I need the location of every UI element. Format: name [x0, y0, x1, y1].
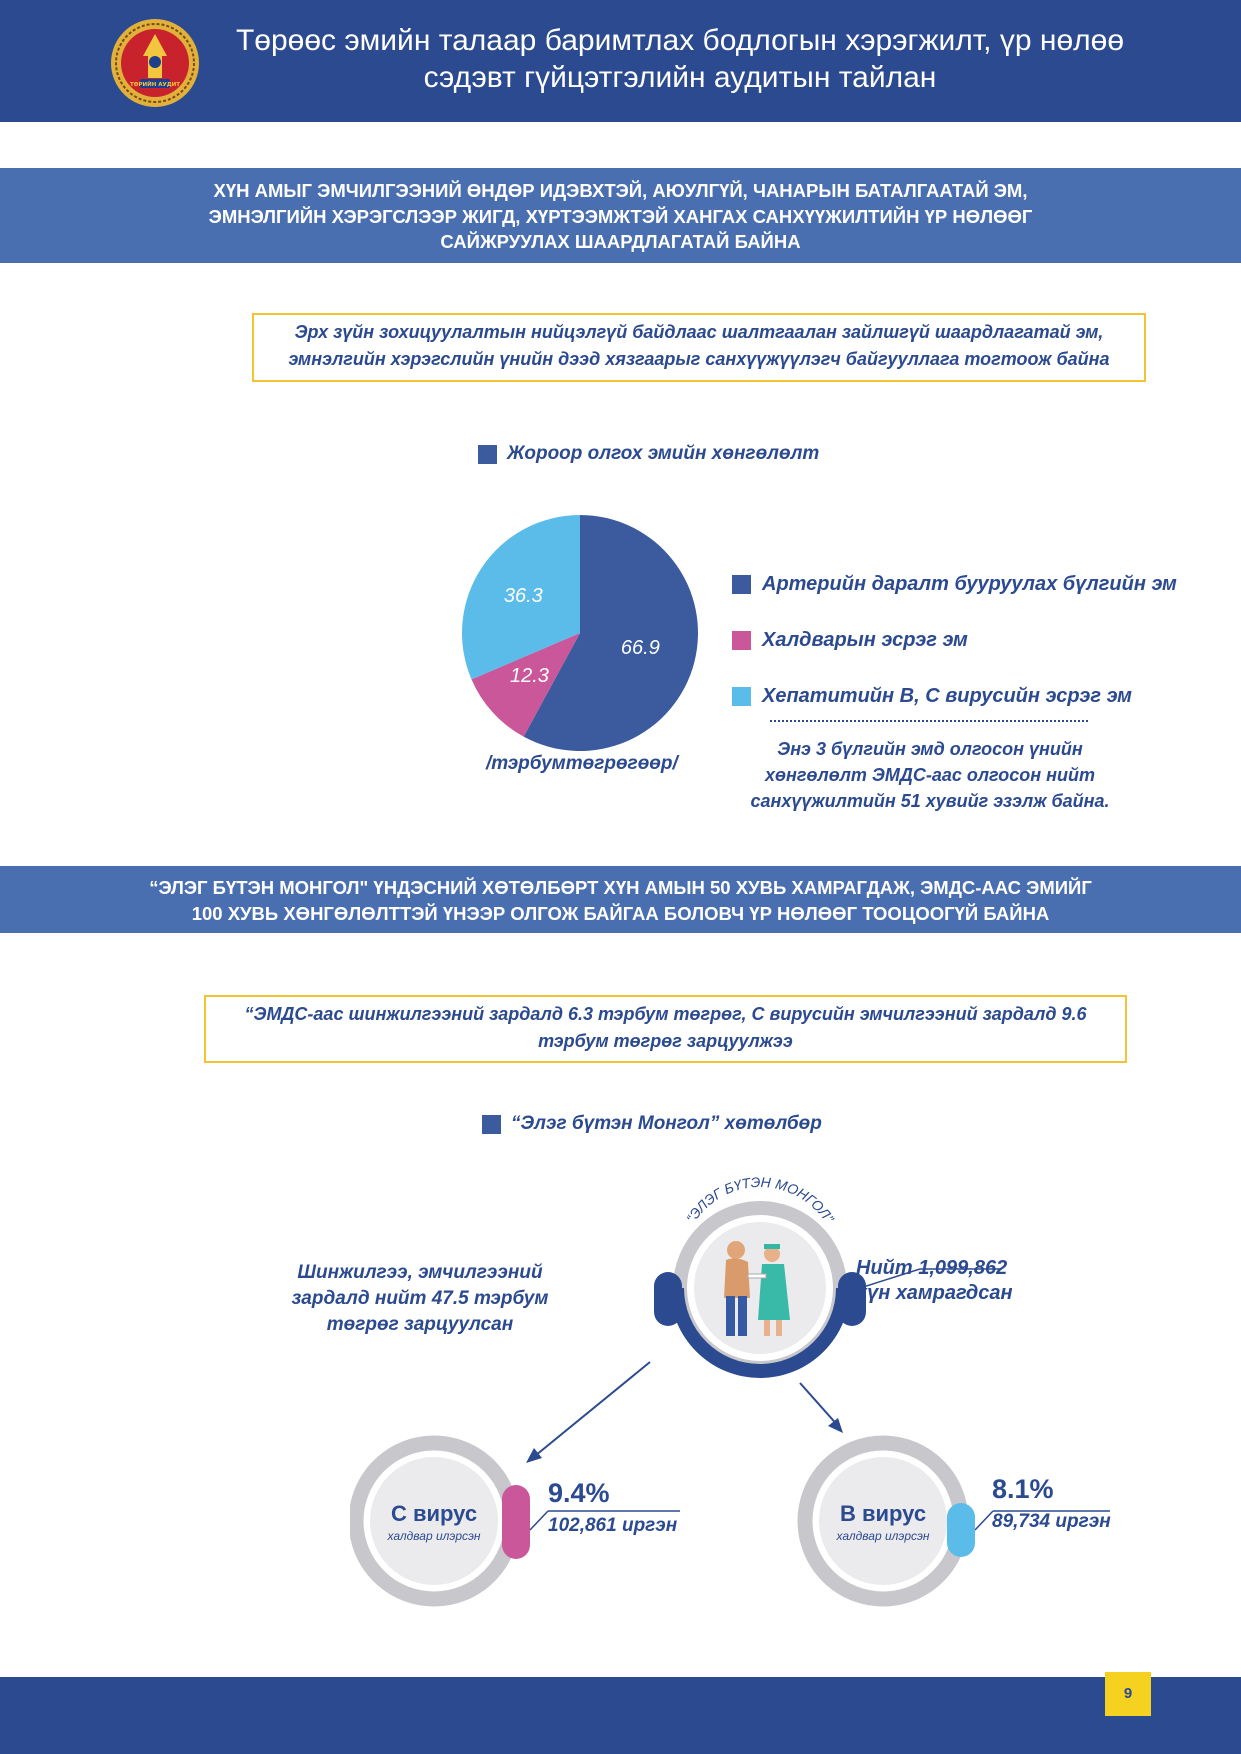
legend-swatch-icon — [732, 574, 751, 594]
section1-banner-line-2: ЭМНЭЛГИЙН ХЭРЭГСЛЭЭР ЖИГД, ХҮРТЭЭМЖТЭЙ Х… — [208, 205, 1033, 227]
b-virus-percent: 8.1% — [992, 1474, 1054, 1504]
program-legend-head: “Элэг бүтэн Монгол” хөтөлбөр — [482, 1113, 822, 1135]
chart-legend: Артерийн даралт бууруулах бүлгийн эм Халд… — [732, 556, 1177, 724]
spend-note-line-2: зардалд нийт 47.5 тэрбум — [291, 1288, 549, 1309]
b-virus-graphic: В вирус халдвар илэрсэн — [797, 1433, 987, 1623]
b-virus-sub: халдвар илэрсэн — [836, 1529, 930, 1543]
section1-callout-line-1: Эрх зүйн зохицуулалтын нийцэлгүй байдлаа… — [294, 322, 1104, 342]
page-title: Төрөөс эмийн талаар баримтлах бодлогын х… — [215, 22, 1145, 96]
c-virus-count: 102,861 иргэн — [548, 1515, 678, 1536]
nurse-person-icon — [747, 1244, 790, 1336]
chart-note-line-3: санхүүжилтийн 51 хувийг эзэлж байна. — [750, 791, 1110, 811]
page-title-line-1: Төрөөс эмийн талаар баримтлах бодлогын х… — [235, 24, 1125, 57]
program-ring-graphic: “ЭЛЭГ БҮТЭН МОНГОЛ” — [654, 1174, 866, 1378]
section1-callout: Эрх зүйн зохицуулалтын нийцэлгүй байдлаа… — [252, 313, 1146, 382]
pie-value-label-1: 66.9 — [620, 636, 660, 659]
c-virus-percent: 9.4% — [548, 1478, 610, 1508]
chart-legend-label: Халдварын эсрэг эм — [762, 628, 968, 651]
c-virus-ring-icon — [350, 1435, 530, 1607]
chart-legend-head-label: Жороор олгох эмийн хөнгөлөлт — [507, 443, 820, 464]
chart-unit-label: /тэрбумтөгрөгөөр/ — [486, 753, 678, 774]
total-covered-line-2: хүн хамрагдсан — [856, 1282, 1013, 1304]
spend-note-line-3: төгрөг зарцуулсан — [326, 1314, 514, 1335]
chart-legend-label: Хепатитийн B, C вирусийн эсрэг эм — [762, 684, 1132, 707]
chart-note-line-1: Энэ 3 бүлгийн эмд олгосон үнийн — [777, 739, 1083, 759]
section2-banner-line-2: 100 ХУВЬ ХӨНГӨЛӨЛТТЭЙ ҮНЭЭР ОЛГОЖ БАЙГАА… — [191, 902, 1050, 924]
pie-value-label-2: 12.3 — [510, 664, 549, 687]
pie-chart — [462, 515, 698, 751]
section1-callout-line-2: эмнэлгийн хэрэгслийн үнийн дээд хязгаары… — [288, 349, 1110, 369]
pie-slice-3 — [462, 515, 580, 680]
chart-legend-label: Артерийн даралт бууруулах бүлгийн эм — [762, 572, 1177, 595]
b-virus-count: 89,734 иргэн — [992, 1511, 1111, 1532]
spend-note-line-1: Шинжилгээ, эмчилгээний — [297, 1262, 543, 1283]
chart-note-line-2: хөнгөлөлт ЭМДС-аас олгосон нийт — [765, 765, 1095, 785]
pie-slice-1 — [523, 515, 698, 751]
logo-text: ТӨРИЙН АУДИТ — [130, 80, 180, 88]
legend-square-icon — [478, 444, 497, 464]
section2-callout-line-2: тэрбум төгрөг зарцуулжээ — [538, 1031, 793, 1051]
section1-banner-line-3: САЙЖРУУЛАХ ШААРДЛАГАТАЙ БАЙНА — [440, 231, 801, 252]
section1-banner: ХҮН АМЫГ ЭМЧИЛГЭЭНИЙ ӨНДӨР ИДЭВХТЭЙ, АЮУ… — [0, 168, 1241, 263]
legend-square-icon — [482, 1114, 501, 1134]
program-legend-head-label: “Элэг бүтэн Монгол” хөтөлбөр — [511, 1113, 822, 1134]
program-arc-text: “ЭЛЭГ БҮТЭН МОНГОЛ” — [683, 1174, 838, 1227]
dotted-divider — [770, 720, 1088, 722]
chart-legend-item-3: Хепатитийн B, C вирусийн эсрэг эм — [732, 668, 1177, 724]
arrow-left-icon — [526, 1361, 651, 1463]
section1-banner-line-1: ХҮН АМЫГ ЭМЧИЛГЭЭНИЙ ӨНДӨР ИДЭВХТЭЙ, АЮУ… — [213, 180, 1028, 201]
page-header: ТӨРИЙН АУДИТ Төрөөс эмийн талаар баримтл… — [0, 0, 1241, 122]
pie-slice-2 — [471, 633, 580, 737]
c-virus-name: С вирус — [390, 1501, 478, 1526]
page-number: 9 — [1105, 1672, 1151, 1716]
legend-swatch-icon — [732, 630, 751, 650]
total-covered: Нийт 1,099,862 хүн хамрагдсан — [856, 1256, 1013, 1306]
section2-banner-line-1: “ЭЛЭГ БҮТЭН МОНГОЛ" ҮНДЭСНИЙ ХӨТӨЛБӨРТ Х… — [149, 877, 1092, 898]
legend-swatch-icon — [732, 686, 751, 706]
patient-person-icon — [724, 1241, 750, 1336]
chart-note: Энэ 3 бүлгийн эмд олгосон үнийн хөнгөлөл… — [735, 736, 1125, 814]
state-audit-logo-icon: ТӨРИЙН АУДИТ — [111, 19, 199, 107]
page-title-line-2: сэдэвт гүйцэтгэлийн аудитын тайлан — [423, 61, 937, 94]
c-virus-sub: халдвар илэрсэн — [387, 1529, 481, 1543]
b-virus-name: В вирус — [839, 1501, 927, 1526]
section2-callout: “ЭМДС-аас шинжилгээний зардалд 6.3 тэрбу… — [204, 995, 1127, 1063]
pie-value-label-3: 36.3 — [503, 585, 543, 608]
total-covered-line-1: Нийт 1,099,862 — [856, 1257, 1008, 1279]
section2-banner: “ЭЛЭГ БҮТЭН МОНГОЛ" ҮНДЭСНИЙ ХӨТӨЛБӨРТ Х… — [0, 866, 1241, 933]
chart-legend-item-2: Халдварын эсрэг эм — [732, 612, 1177, 668]
chart-legend-head: Жороор олгох эмийн хөнгөлөлт — [478, 443, 819, 465]
b-virus-ring-icon — [797, 1435, 975, 1607]
section2-callout-line-1: “ЭМДС-аас шинжилгээний зардалд 6.3 тэрбу… — [244, 1004, 1087, 1024]
chart-legend-item-1: Артерийн даралт бууруулах бүлгийн эм — [732, 556, 1177, 612]
page-footer — [0, 1677, 1241, 1754]
c-virus-graphic: С вирус халдвар илэрсэн — [350, 1433, 540, 1623]
spend-note: Шинжилгээ, эмчилгээний зардалд нийт 47.5… — [260, 1260, 580, 1338]
